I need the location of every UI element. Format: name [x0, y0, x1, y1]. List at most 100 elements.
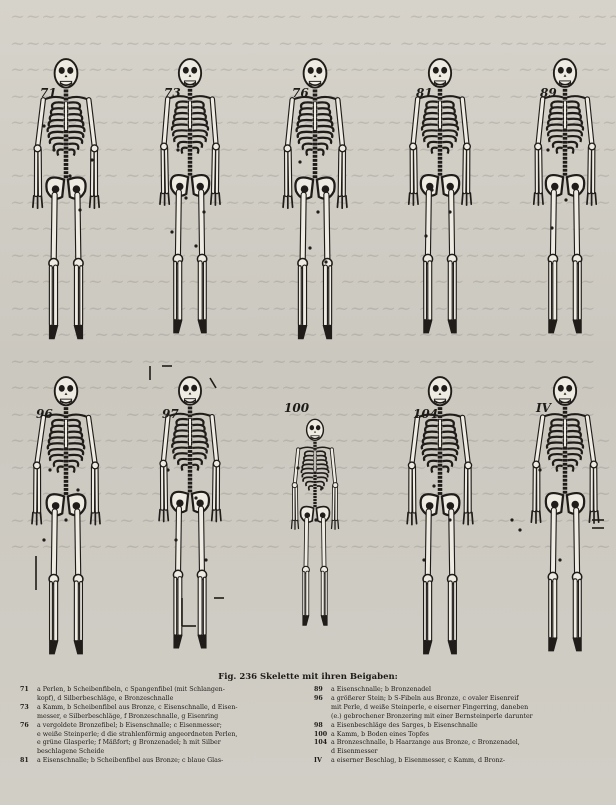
legend-entry-line: (e.) gebrochener Bronzering mit einer Be… — [314, 713, 610, 722]
skeleton-number-label: 97 — [162, 407, 179, 421]
grave-good-marker — [296, 466, 299, 469]
legend-entry-text: a Kamm, b Scheibenfibel aus Bronze, c Ei… — [37, 704, 288, 713]
legend-entry-text: a Eisenbeschläge des Sarges, b Eisenschn… — [331, 722, 610, 731]
grave-good-marker — [52, 148, 55, 151]
legend-entry-line: IVa eiserner Beschlag, b Eisenmesser, c … — [314, 757, 610, 766]
grave-good-marker — [48, 468, 51, 471]
skeleton-number-label: IV — [535, 401, 553, 415]
grave-good-marker — [202, 210, 205, 213]
legend-entry-line: e weiße Steinperle; d die strahlenförmig… — [20, 731, 288, 740]
legend-entry-line: e grüne Glasperle; f Mäßfort; g Bronzena… — [20, 739, 288, 748]
legend-entry-number: 104 — [314, 739, 331, 748]
grave-good-marker — [194, 244, 197, 247]
legend-entry-number: 71 — [20, 686, 37, 695]
legend-entry-number — [314, 704, 331, 713]
legend-entry-line: 81a Eisenschnalle; b Scheibenfibel aus B… — [20, 757, 288, 766]
figure-caption: Fig. 236 Skelette mit ihren Beigaben: — [0, 672, 616, 682]
grave-good-marker — [204, 558, 207, 561]
skeleton-number-label: 96 — [36, 407, 53, 421]
grave-good-marker — [518, 528, 521, 531]
skeleton-number-label: 89 — [540, 86, 557, 100]
grave-good-marker — [174, 538, 177, 541]
legend-entry-line: mit Perle, d weiße Steinperle, e eiserne… — [314, 704, 610, 713]
coffin-fitting-mark — [210, 378, 216, 388]
legend-entry-number — [20, 739, 37, 748]
grave-good-marker — [558, 558, 561, 561]
legend-column-right: 89a Eisenschnalle; b Bronzenadel96a größ… — [314, 686, 610, 766]
legend-entry-text: a eiserner Beschlag, b Eisenmesser, c Ka… — [331, 757, 610, 766]
skeleton-plate: 71737681899697100104IV — [0, 0, 616, 660]
grave-good-marker — [424, 234, 427, 237]
grave-good-marker — [176, 148, 179, 151]
legend-entry-text: a Eisenschnalle; b Bronzenadel — [331, 686, 610, 695]
grave-good-marker — [68, 174, 71, 177]
legend-entry-number — [20, 695, 37, 704]
skeleton-89 — [534, 59, 596, 333]
grave-good-marker — [194, 496, 197, 499]
grave-good-marker — [550, 226, 553, 229]
legend-entry-line: 100a Kamm, b Boden eines Topfes — [314, 731, 610, 740]
legend-entry-text: d Eisenmesser — [331, 748, 610, 757]
grave-good-marker — [42, 124, 45, 127]
legend-entry-line: kopf), d Silberbeschläge, e Bronzeschnal… — [20, 695, 288, 704]
legend-entry-text: beschlagene Scheide — [37, 748, 288, 757]
legend-entry-number — [20, 748, 37, 757]
grave-good-marker — [166, 468, 169, 471]
skeleton-IV — [531, 377, 598, 651]
legend-entry-number: 100 — [314, 731, 331, 740]
legend-entry-text: a größerer Stein; b S-Fibeln aus Bronze,… — [331, 695, 610, 704]
skeleton-76 — [283, 59, 347, 339]
grave-good-marker — [546, 148, 549, 151]
grave-good-marker — [430, 188, 433, 191]
legend-column-left: 71a Perlen, b Scheibenfibeln, c Spangenf… — [20, 686, 288, 766]
legend-entry-line: 89a Eisenschnalle; b Bronzenadel — [314, 686, 610, 695]
legend-entry-text: e weiße Steinperle; d die strahlenförmig… — [37, 731, 288, 740]
skeleton-number-label: 81 — [416, 86, 433, 100]
legend-entry-text: (e.) gebrochener Bronzering mit einer Be… — [331, 713, 610, 722]
legend-entry-number — [314, 748, 331, 757]
grave-good-marker — [78, 208, 81, 211]
legend-entry-line: 73a Kamm, b Scheibenfibel aus Bronze, c … — [20, 704, 288, 713]
legend-entry-number: 89 — [314, 686, 331, 695]
legend-entry-number: 96 — [314, 695, 331, 704]
legend-entry-text: kopf), d Silberbeschläge, e Bronzeschnal… — [37, 695, 288, 704]
grave-good-marker — [64, 518, 67, 521]
grave-good-marker — [448, 518, 451, 521]
skeleton-number-label: 71 — [40, 86, 57, 100]
skeleton-number-label: 73 — [164, 86, 181, 100]
grave-good-marker — [510, 518, 513, 521]
skeleton-73 — [160, 59, 220, 333]
grave-good-marker — [564, 198, 567, 201]
grave-good-marker — [76, 488, 79, 491]
legend-entry-number: IV — [314, 757, 331, 766]
grave-good-marker — [298, 160, 301, 163]
legend-entry-text: messer, e Silberbeschläge, f Bronzeschna… — [37, 713, 288, 722]
skeleton-71 — [33, 59, 99, 339]
legend-entry-line: messer, e Silberbeschläge, f Bronzeschna… — [20, 713, 288, 722]
grave-good-marker — [170, 230, 173, 233]
skeleton-100 — [291, 419, 338, 626]
legend-entry-text: a Eisenschnalle; b Scheibenfibel aus Bro… — [37, 757, 288, 766]
skeleton-number-label: 76 — [292, 86, 309, 100]
legend-entry-number — [20, 731, 37, 740]
legend-entry-text: a Kamm, b Boden eines Topfes — [331, 731, 610, 740]
legend-entry-line: d Eisenmesser — [314, 748, 610, 757]
grave-good-marker — [314, 518, 317, 521]
legend-entry-number: 98 — [314, 722, 331, 731]
legend-entry-line: 76a vergoldete Bronzefibel; b Eisenschna… — [20, 722, 288, 731]
grave-good-marker — [422, 558, 425, 561]
grave-good-marker — [42, 538, 45, 541]
legend-entry-number: 81 — [20, 757, 37, 766]
grave-good-marker — [432, 484, 435, 487]
legend-entry-number: 73 — [20, 704, 37, 713]
grave-good-marker — [90, 158, 93, 161]
skeleton-number-label: 100 — [284, 401, 310, 415]
grave-good-marker — [448, 210, 451, 213]
skeleton-81 — [409, 59, 471, 333]
legend-entry-line: 104a Bronzeschnalle, b Haarzange aus Bro… — [314, 739, 610, 748]
grave-good-marker — [538, 468, 541, 471]
legend-entry-number: 76 — [20, 722, 37, 731]
grave-good-marker — [308, 246, 311, 249]
legend-entry-text: a vergoldete Bronzefibel; b Eisenschnall… — [37, 722, 288, 731]
